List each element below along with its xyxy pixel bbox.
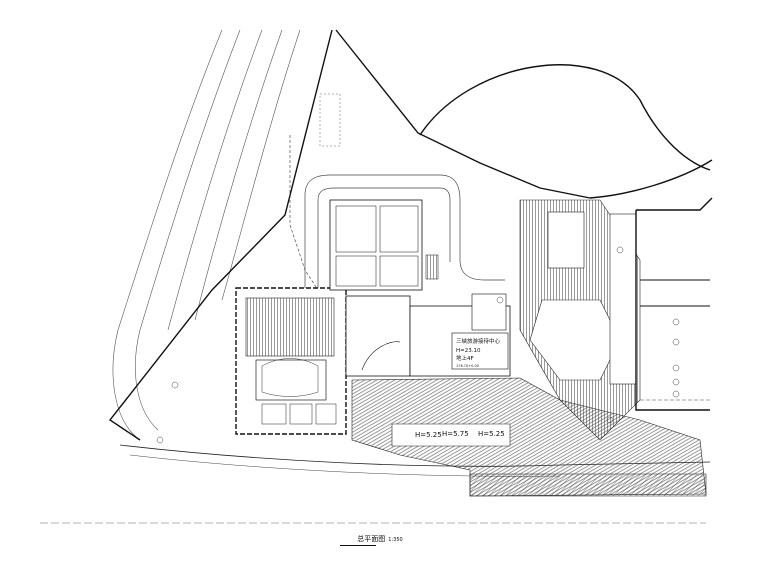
tree-markers	[156, 246, 624, 444]
elevation-labels: H=5.25 H=5.75 H=5.25	[415, 430, 505, 439]
building-name: 三峡旅游接待中心	[456, 337, 501, 345]
site-boundary-dashed	[289, 135, 319, 291]
drawing-title: 总平面图	[357, 535, 386, 543]
building-floors: 地上4F	[456, 354, 474, 362]
drawing-scale: 1:350	[388, 537, 403, 543]
road-lines	[112, 29, 301, 441]
driveway-loop	[304, 174, 505, 300]
auditorium-block	[235, 287, 347, 435]
deck-plaza	[351, 377, 707, 497]
callout-markers	[672, 318, 680, 398]
elevation-mark-1: H=5.25	[415, 431, 442, 439]
building-label-box: 三峡旅游接待中心 H=23.10 地上4F 1Ξ6.Ξ0+0.00	[451, 332, 509, 370]
site-boundary	[108, 29, 713, 441]
elevation-mark-2: H=5.75	[442, 430, 469, 438]
right-building	[635, 210, 710, 411]
elevation-mark-3: H=5.25	[478, 430, 505, 438]
building-area: 1Ξ6.Ξ0+0.00	[456, 364, 479, 368]
caption-underline	[340, 545, 376, 546]
right-deck-area	[519, 199, 641, 441]
building-height: H=23.10	[456, 348, 481, 354]
parking-area	[319, 93, 341, 147]
